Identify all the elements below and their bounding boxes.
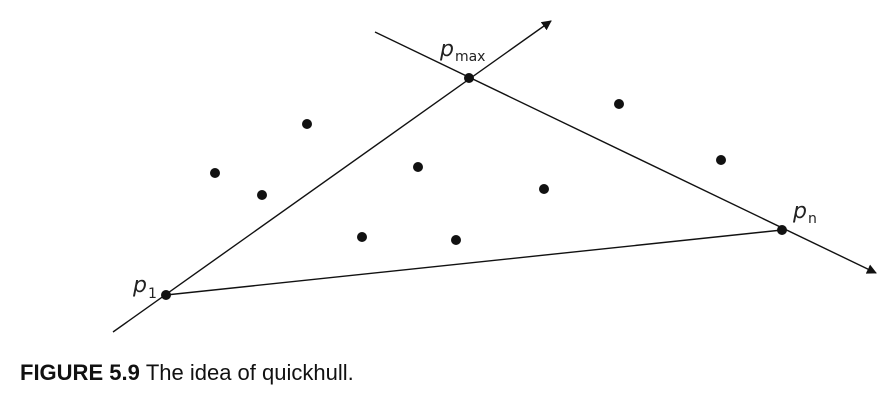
- point: [210, 168, 220, 178]
- line-pmax-pn-arrow: [374, 31, 877, 274]
- label-pn: pn: [792, 199, 817, 227]
- point-pn: [777, 225, 787, 235]
- caption-text: The idea of quickhull.: [145, 360, 354, 385]
- label-pn-sub: n: [808, 211, 817, 227]
- quickhull-diagram: pmax p1 pn: [112, 20, 877, 333]
- point-pmax: [464, 73, 474, 83]
- label-p1-main: p: [132, 273, 147, 298]
- label-p1-sub: 1: [148, 286, 157, 302]
- point: [451, 235, 461, 245]
- segment-p1-pn: [165, 229, 783, 296]
- label-pn-main: p: [792, 199, 807, 224]
- line-p1-pmax-arrow: [112, 20, 552, 333]
- point: [257, 190, 267, 200]
- label-pmax-sub: max: [455, 49, 486, 65]
- label-pmax: pmax: [439, 37, 485, 65]
- point: [614, 99, 624, 109]
- label-p1: p1: [132, 273, 157, 302]
- point: [413, 162, 423, 172]
- point: [539, 184, 549, 194]
- point: [357, 232, 367, 242]
- caption-label: FIGURE 5.9: [20, 360, 140, 385]
- label-pmax-main: p: [439, 37, 454, 62]
- point: [716, 155, 726, 165]
- point: [302, 119, 312, 129]
- point-p1: [161, 290, 171, 300]
